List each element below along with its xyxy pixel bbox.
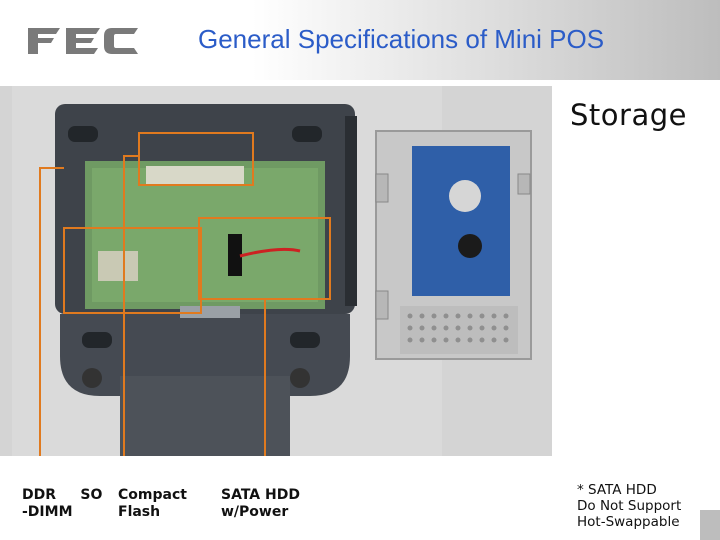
pos-photo-illustration	[0, 86, 552, 456]
callout-compact-flash: Compact Flash	[118, 487, 187, 520]
corner-decoration	[700, 510, 720, 540]
pos-storage-photo	[0, 86, 552, 456]
callout-ddr-sodimm: DDR SO -DIMM	[22, 487, 103, 520]
fec-logo	[28, 28, 138, 54]
storage-heading: Storage	[570, 98, 687, 132]
slide-header: General Specifications of Mini POS	[0, 0, 720, 80]
callout-sata-hdd: SATA HDD w/Power	[221, 487, 300, 520]
hot-swap-note: * SATA HDD Do Not Support Hot-Swappable	[577, 482, 682, 530]
slide-title: General Specifications of Mini POS	[198, 24, 605, 54]
